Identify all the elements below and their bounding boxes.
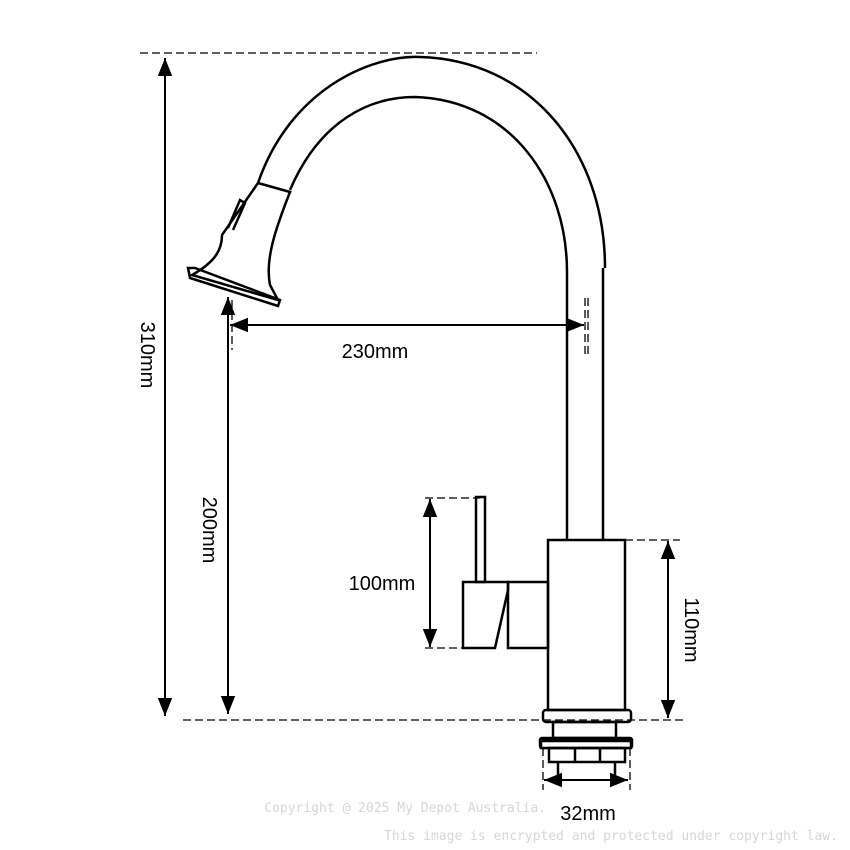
body-height-label: 110mm	[680, 597, 702, 662]
handle-height-label: 100mm	[349, 573, 416, 595]
spout-height-label: 200mm	[198, 497, 220, 564]
total-height-label: 310mm	[136, 322, 158, 389]
handle-lever	[461, 495, 510, 650]
base-diameter-label: 32mm	[560, 803, 616, 825]
spray-head	[186, 181, 292, 308]
faucet-body	[546, 538, 627, 712]
copyright-watermark: Copyright @ 2025 My Depot Australia.	[264, 801, 546, 816]
handle-connector	[506, 580, 550, 650]
copyright-notice-watermark: This image is encrypted and protected un…	[384, 829, 838, 844]
spout-reach-label: 230mm	[342, 341, 409, 363]
spout	[256, 55, 607, 540]
base-mount	[538, 708, 634, 785]
